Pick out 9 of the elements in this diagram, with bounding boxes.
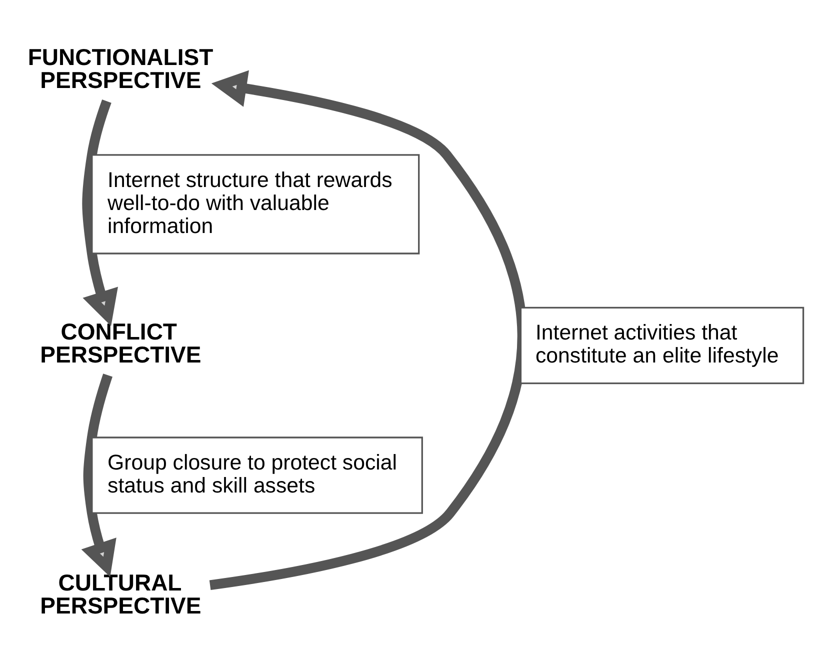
arrow (82, 99, 118, 326)
edge-label: Internet activities that constitute an elite lifestyle (536, 320, 779, 368)
node-text: CULTURAL PERSPECTIVE (40, 569, 202, 618)
arrow (81, 373, 116, 576)
arrow (209, 70, 527, 590)
node-text: CONFLICT PERSPECTIVE (40, 318, 202, 367)
node-text: FUNCTIONALIST PERSPECTIVE (28, 43, 214, 92)
edge-label: Internet structure that rewards well-to-do with valuable information (108, 167, 392, 238)
edge-label: Group closure to protect social status and skill assets (108, 450, 398, 497)
